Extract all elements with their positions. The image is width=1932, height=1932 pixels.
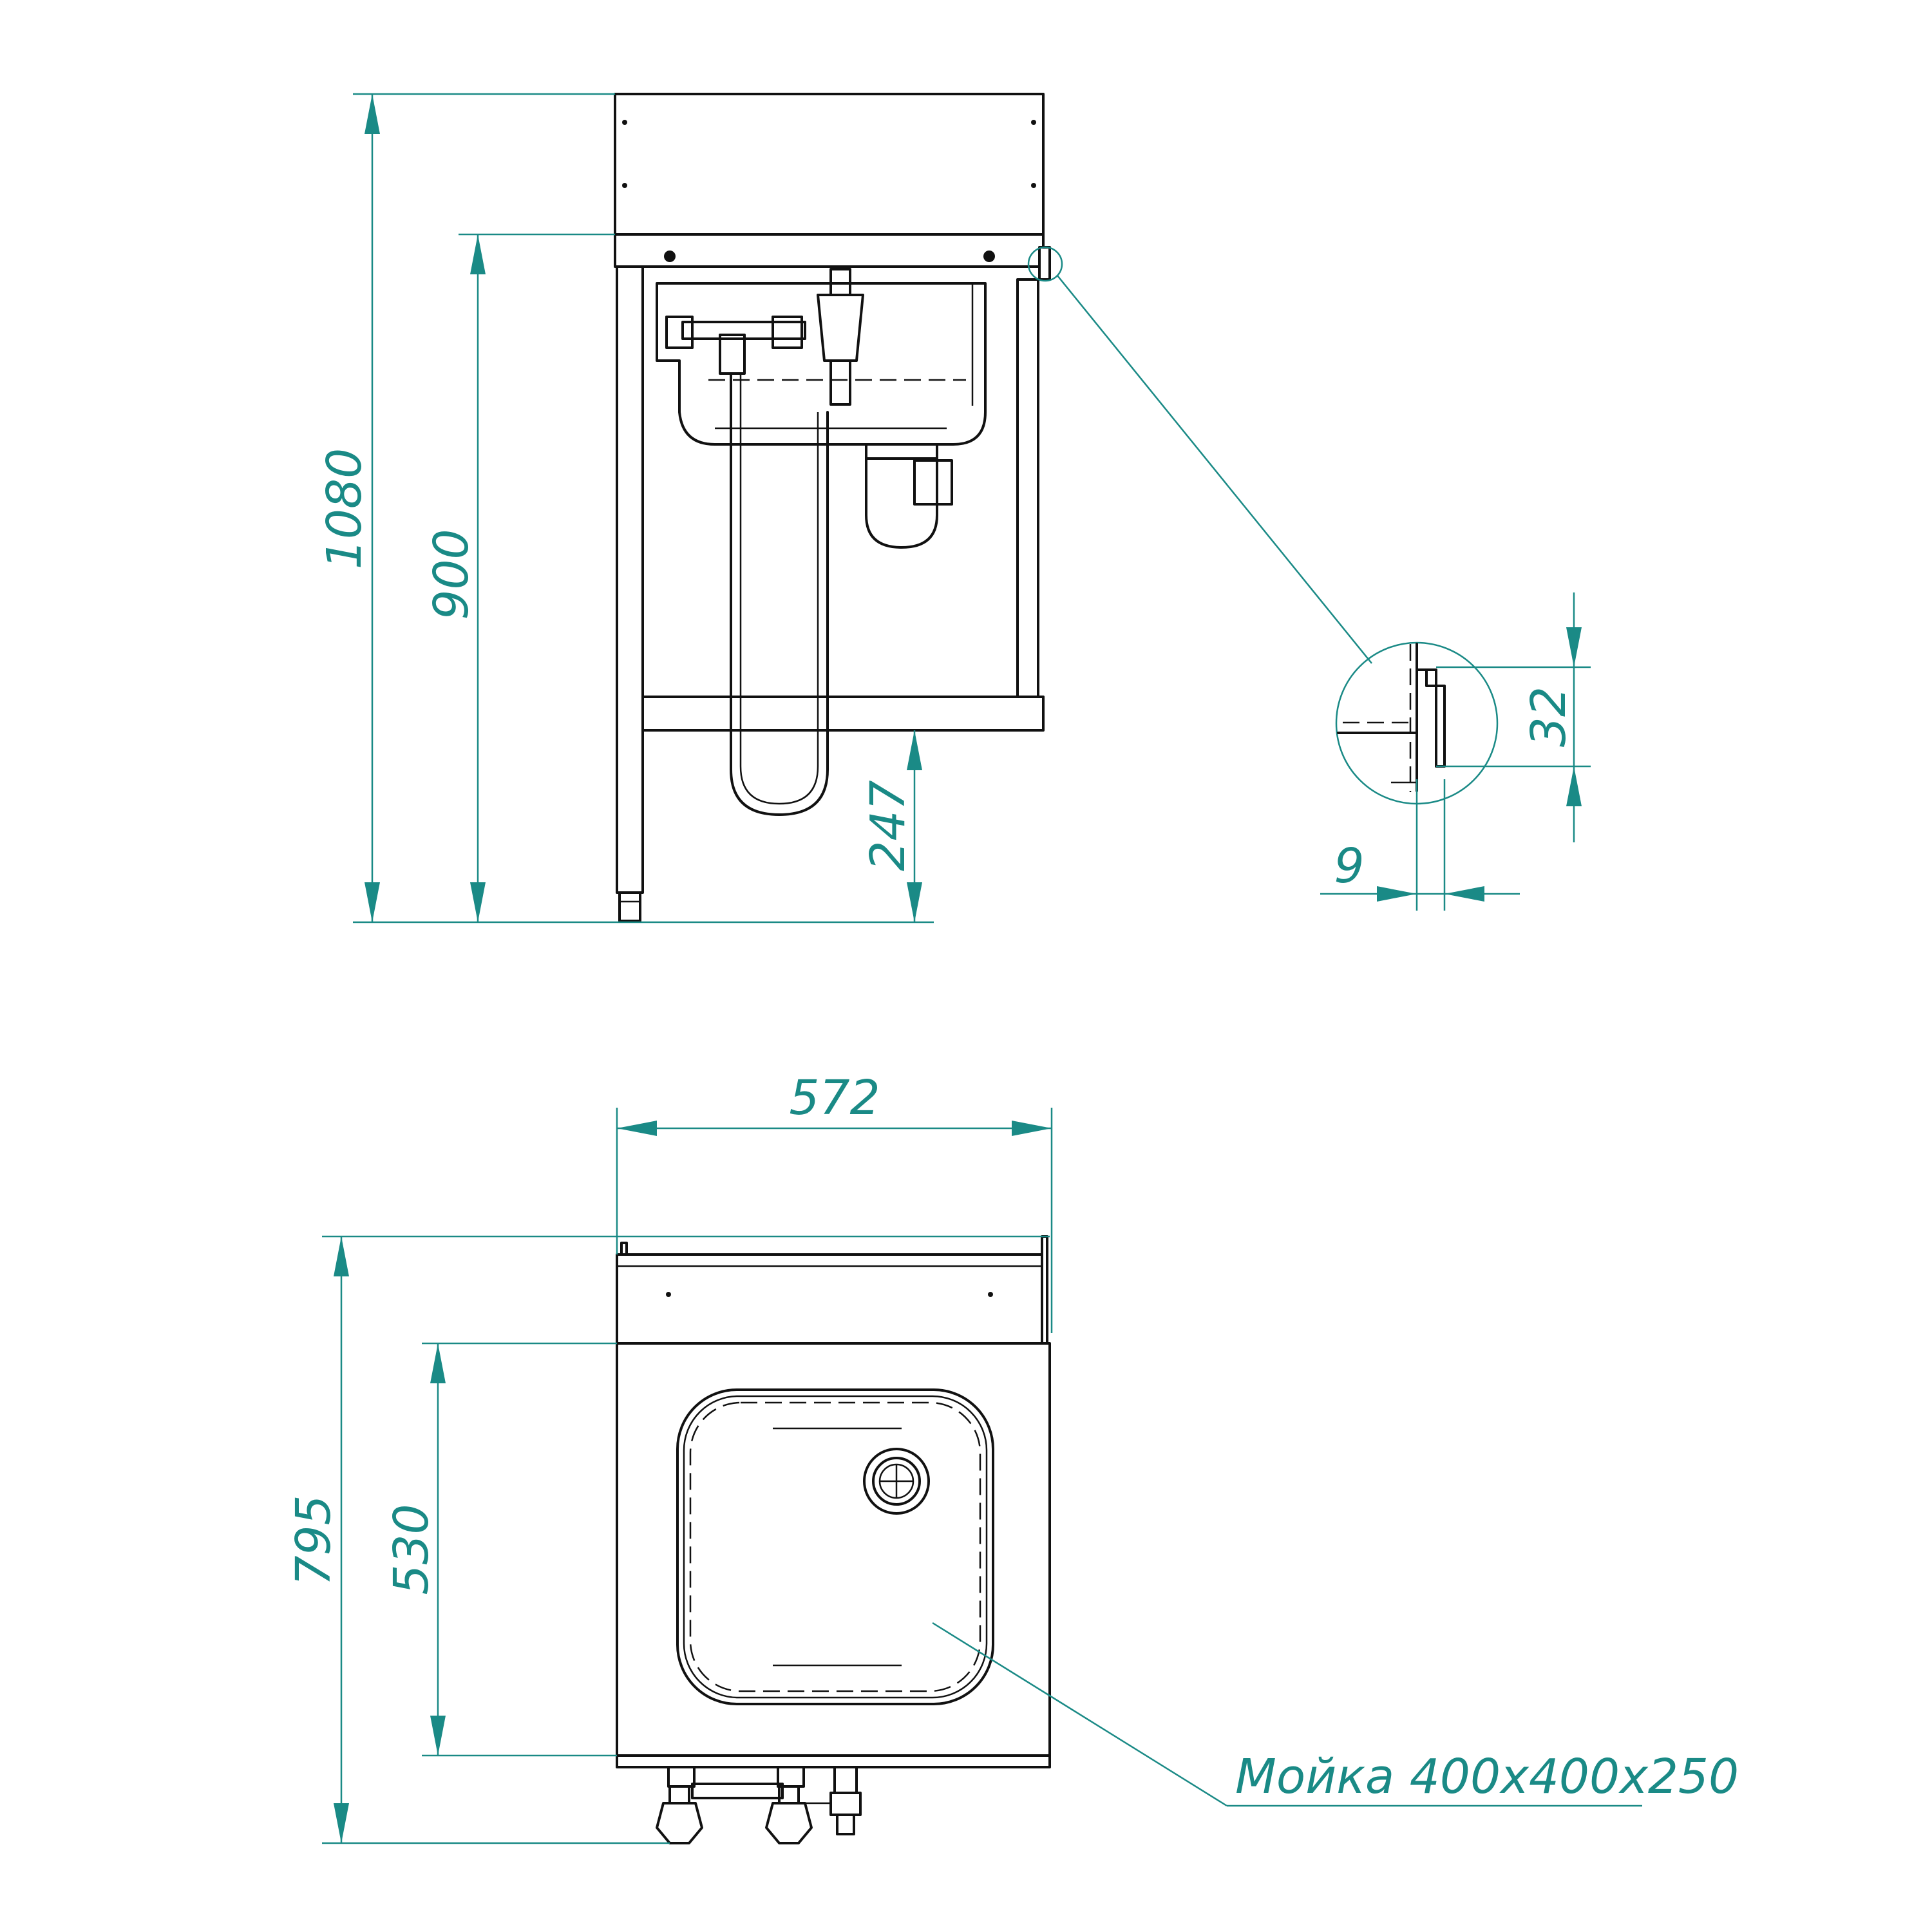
edge-profile (1416, 643, 1437, 766)
backsplash (614, 93, 1045, 236)
dim-plan-width: 572 (789, 1070, 880, 1126)
sink-bowl-plan (676, 1388, 994, 1705)
dim-side-total-height: 1080 (317, 448, 372, 569)
plan-worktop (616, 1342, 1051, 1757)
dim-side-shelf-height: 247 (860, 780, 916, 871)
plan-backsplash (616, 1253, 1043, 1345)
sink-bowl-bottom (689, 1401, 981, 1692)
dim-plan-total-depth: 795 (286, 1495, 341, 1586)
worktop-edge (614, 233, 1045, 268)
dim-detail-edge-offset: 9 (1334, 838, 1364, 894)
sink-bowl-side (656, 282, 987, 446)
dim-plan-table-depth: 530 (384, 1504, 439, 1595)
dim-side-work-height: 900 (424, 529, 479, 620)
dim-detail-edge-height: 32 (1521, 687, 1577, 747)
rear-leg (1016, 278, 1039, 698)
plan-view: Мойка 400x400x250 (616, 1235, 1739, 1844)
sink-callout-leader (932, 1622, 1227, 1807)
sink-callout-label: Мойка 400x400x250 (1235, 1749, 1739, 1804)
plan-tap-assembly (656, 1766, 862, 1844)
side-elevation-view (614, 93, 1372, 922)
front-leg (616, 265, 644, 894)
drain-trap (865, 443, 938, 460)
side-view-dimensions: 1080 900 247 (317, 93, 934, 923)
edge-detail-view: 32 9 (1320, 592, 1591, 911)
drain-icon (863, 1448, 930, 1515)
shower-hose (730, 372, 829, 816)
lower-shelf (641, 696, 1045, 732)
detail-marker-circle (1027, 246, 1063, 282)
plan-view-dimensions: 572 795 530 (286, 1070, 1053, 1844)
